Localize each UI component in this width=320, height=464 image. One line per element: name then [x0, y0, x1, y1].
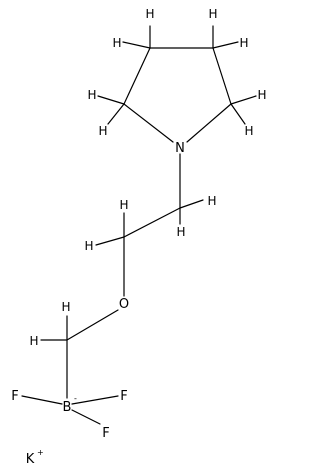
hydrogen-label: H	[87, 88, 96, 102]
atom-boron: B	[63, 400, 72, 415]
bond-c4-h-b	[107, 103, 125, 125]
bond-c5-h-a	[179, 199, 204, 209]
atom-nitrogen: N	[175, 141, 185, 156]
atom-oxygen: O	[119, 297, 129, 312]
bond-c1-h-b	[122, 41, 151, 49]
hydrogen-label: H	[112, 36, 121, 50]
hydrogen-label: H	[61, 300, 70, 314]
bond-b-f1	[21, 395, 63, 405]
bond-c3-n	[186, 103, 232, 143]
boron-charge: -	[74, 394, 77, 403]
hydrogen-label: H	[98, 124, 107, 138]
hydrogen-label: H	[257, 88, 266, 102]
bond-c6-h-b	[95, 236, 125, 246]
bond-n-c4	[123, 103, 174, 143]
hydrogen-label: H	[244, 124, 253, 138]
hydrogen-label: H	[176, 225, 185, 239]
bond-c2-h-b	[212, 41, 239, 49]
hydrogen-label: H	[84, 239, 93, 253]
bond-c2-c3	[212, 47, 232, 105]
hydrogen-label: H	[207, 194, 216, 208]
hydrogen-label: H	[119, 198, 128, 212]
bond-c3-h-a	[230, 95, 257, 105]
hydrogen-label: H	[208, 7, 217, 21]
bond-o-c7	[66, 309, 119, 341]
potassium-charge: +	[37, 448, 44, 457]
bond-c4-h-a	[97, 95, 125, 105]
hydrogen-label: H	[29, 334, 38, 348]
bond-c5-c6	[123, 207, 181, 238]
bond-b-f3	[71, 409, 101, 425]
bond-b-f2	[71, 395, 119, 405]
atom-fluorine-left: F	[11, 389, 18, 404]
atom-potassium: K	[26, 452, 35, 464]
structure-canvas: H H H H H H H H H H H H H H N O B - F F …	[11, 7, 266, 464]
molecule-drawing: H H H H H H H H H H H H H H N O B - F F …	[11, 7, 266, 464]
hydrogen-label: H	[145, 7, 154, 21]
bond-c4-c1	[123, 47, 151, 105]
hydrogen-label: H	[239, 36, 248, 50]
bond-c3-h-b	[230, 103, 246, 125]
atom-fluorine-bottom: F	[102, 426, 109, 441]
atom-fluorine-right: F	[120, 389, 127, 404]
